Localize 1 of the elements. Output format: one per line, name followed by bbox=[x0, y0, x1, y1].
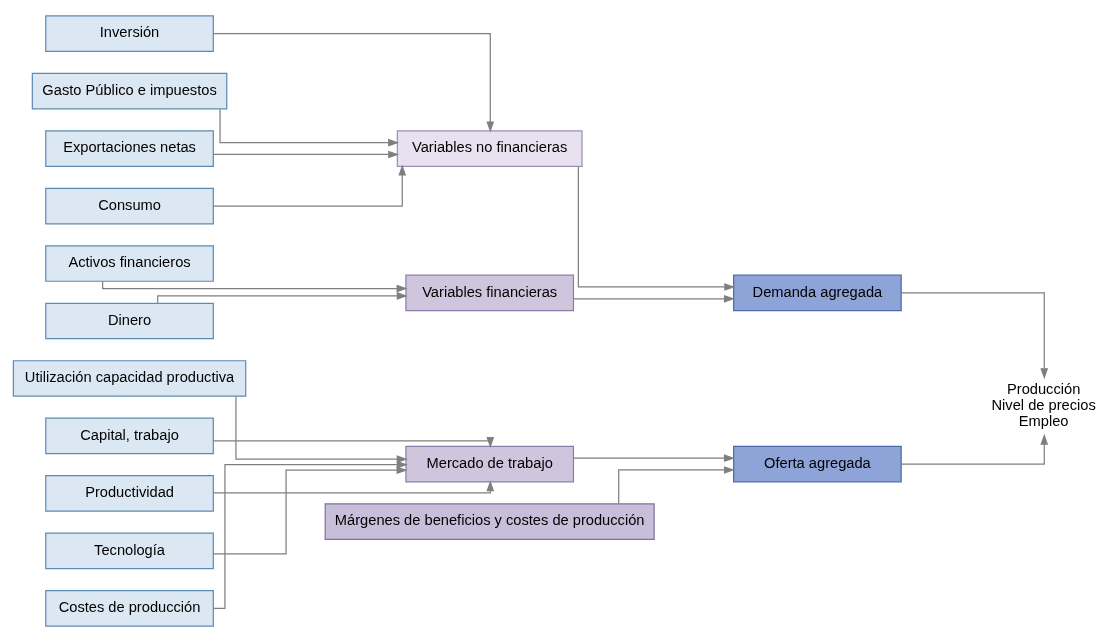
node-text: Producción Nivel de precios Empleo bbox=[991, 381, 1096, 430]
